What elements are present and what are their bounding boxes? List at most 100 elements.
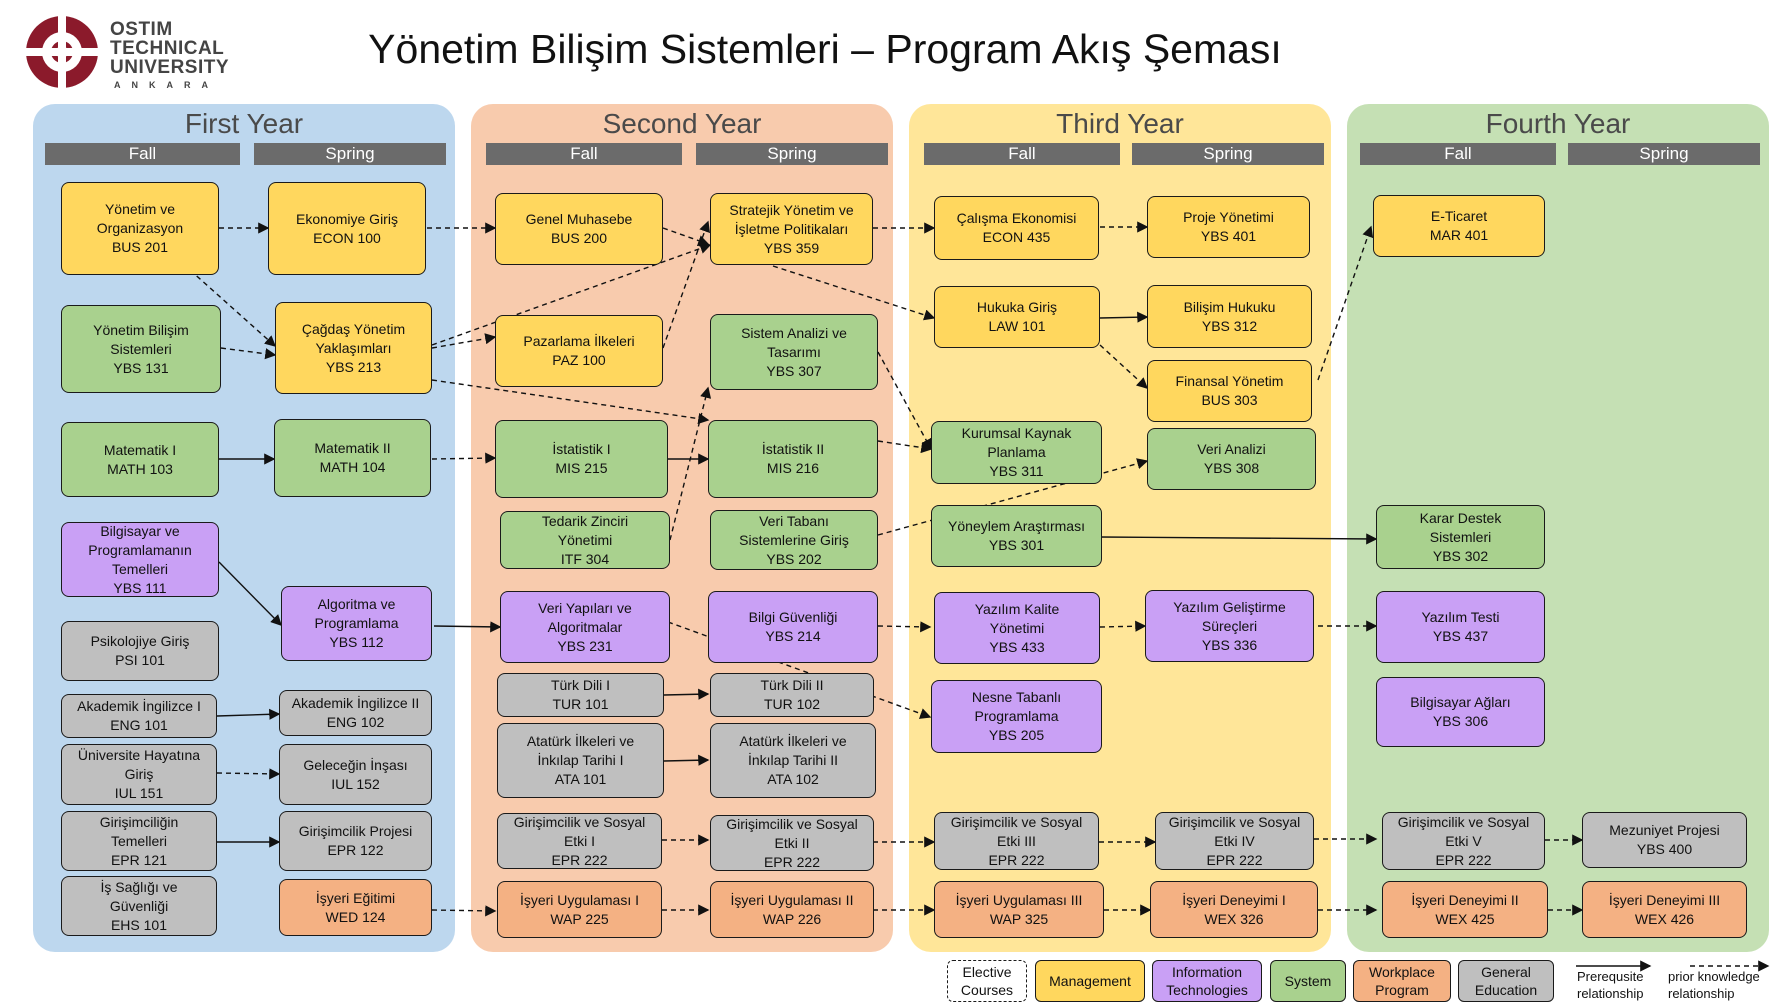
course-line: Girişimcilik ve Sosyal bbox=[950, 813, 1083, 830]
course-ybs205[interactable]: Nesne Tabanlı Programlama YBS 205 bbox=[931, 680, 1102, 753]
legend-text: relationship bbox=[1668, 986, 1735, 1001]
semester-fall: Fall bbox=[486, 143, 682, 165]
course-wex326[interactable]: İşyeri Deneyimi I WEX 326 bbox=[1150, 881, 1318, 938]
legend-text: General bbox=[1481, 964, 1531, 980]
course-code: EPR 122 bbox=[327, 842, 384, 858]
course-line: Etki III bbox=[997, 832, 1036, 849]
course-line: Kurumsal Kaynak bbox=[961, 425, 1072, 441]
course-line: Geleceğin İnşası bbox=[303, 756, 408, 773]
course-mis215[interactable]: İstatistik I MIS 215 bbox=[495, 420, 668, 498]
course-epr121[interactable]: Girişimciliğin Temelleri EPR 121 bbox=[61, 811, 217, 871]
course-code: YBS 312 bbox=[1201, 317, 1258, 334]
course-ybs433[interactable]: Yazılım Kalite Yönetimi YBS 433 bbox=[934, 592, 1100, 664]
course-line: İstatistik II bbox=[761, 441, 825, 457]
course-math103[interactable]: Matematik I MATH 103 bbox=[61, 422, 219, 497]
course-wap325[interactable]: İşyeri Uygulaması III WAP 325 bbox=[934, 881, 1104, 938]
course-code: YBS 302 bbox=[1432, 547, 1489, 564]
course-line: Temelleri bbox=[111, 560, 168, 577]
course-line: Yönetim Bilişim bbox=[93, 321, 189, 338]
course-ybs301[interactable]: Yöneylem Araştırması YBS 301 bbox=[931, 505, 1102, 567]
course-code: YBS 401 bbox=[1200, 228, 1257, 244]
course-econ435[interactable]: Çalışma Ekonomisi ECON 435 bbox=[934, 196, 1099, 260]
course-wex426[interactable]: İşyeri Deneyimi III WEX 426 bbox=[1582, 881, 1747, 938]
course-law101[interactable]: Hukuka Giriş LAW 101 bbox=[934, 286, 1100, 348]
course-line: Yaklaşımları bbox=[315, 339, 392, 356]
course-tur102[interactable]: Türk Dili II TUR 102 bbox=[710, 673, 874, 717]
course-wex425[interactable]: İşyeri Deneyimi II WEX 425 bbox=[1382, 881, 1548, 938]
course-bus303[interactable]: Finansal Yönetim BUS 303 bbox=[1147, 360, 1312, 422]
course-line: Yazılım Geliştirme bbox=[1173, 598, 1286, 615]
course-line: Bilgi Güvenliği bbox=[748, 609, 838, 625]
course-code: WEX 326 bbox=[1204, 910, 1264, 927]
course-ybs336[interactable]: Yazılım Geliştirme Süreçleri YBS 336 bbox=[1145, 590, 1314, 662]
course-line: Çalışma Ekonomisi bbox=[956, 210, 1077, 226]
course-ybs112[interactable]: Algoritma ve Programlama YBS 112 bbox=[281, 586, 432, 661]
course-line: Sistemleri bbox=[110, 340, 172, 357]
course-epr222c[interactable]: Girişimcilik ve Sosyal Etki III EPR 222 bbox=[934, 812, 1099, 870]
course-ybs131[interactable]: Yönetim Bilişim Sistemleri YBS 131 bbox=[61, 305, 221, 393]
course-line: Girişimciliğin bbox=[99, 813, 179, 830]
course-iul152[interactable]: Geleceğin İnşası IUL 152 bbox=[279, 744, 432, 805]
course-ybs111[interactable]: Bilgisayar ve Programlamanın Temelleri Y… bbox=[61, 522, 219, 597]
course-code: YBS 131 bbox=[113, 359, 169, 376]
course-ybs306[interactable]: Bilgisayar Ağları YBS 306 bbox=[1376, 677, 1545, 747]
university-logo: OSTIM TECHNICAL UNIVERSITY ANKARA bbox=[22, 10, 252, 92]
course-math104[interactable]: Matematik II MATH 104 bbox=[274, 419, 431, 497]
course-line: Etki V bbox=[1445, 832, 1482, 849]
course-line: Yönetimi bbox=[989, 619, 1045, 636]
course-paz100[interactable]: Pazarlama İlkeleri PAZ 100 bbox=[495, 315, 663, 387]
course-wap226[interactable]: İşyeri Uygulaması II WAP 226 bbox=[710, 881, 874, 938]
course-line: Veri Analizi bbox=[1197, 441, 1266, 457]
course-line: Atatürk İlkeleri ve bbox=[739, 733, 847, 749]
legend-workplace: Workplace Program bbox=[1353, 960, 1451, 1002]
course-code: YBS 213 bbox=[325, 358, 382, 375]
course-epr222b[interactable]: Girişimcilik ve Sosyal Etki II EPR 222 bbox=[710, 815, 874, 871]
course-eng101[interactable]: Akademik İngilizce I ENG 101 bbox=[61, 694, 217, 738]
course-code: ITF 304 bbox=[560, 550, 610, 567]
course-eng102[interactable]: Akademik İngilizce II ENG 102 bbox=[279, 690, 432, 736]
course-ybs311[interactable]: Kurumsal Kaynak Planlama YBS 311 bbox=[931, 421, 1102, 484]
course-code: YBS 400 bbox=[1636, 841, 1693, 857]
course-line: İnkılap Tarihi II bbox=[747, 752, 838, 768]
course-ybs400[interactable]: Mezuniyet Projesi YBS 400 bbox=[1582, 812, 1747, 868]
course-code: ENG 102 bbox=[326, 714, 385, 730]
course-code: ATA 101 bbox=[554, 771, 607, 787]
course-line: İşletme Politikaları bbox=[734, 220, 849, 237]
course-ybs214[interactable]: Bilgi Güvenliği YBS 214 bbox=[708, 591, 878, 663]
course-ybs401[interactable]: Proje Yönetimi YBS 401 bbox=[1147, 196, 1310, 258]
course-ybs312[interactable]: Bilişim Hukuku YBS 312 bbox=[1147, 285, 1312, 348]
course-code: ATA 102 bbox=[767, 771, 819, 787]
course-itf304[interactable]: Tedarik Zinciri Yönetimi ITF 304 bbox=[500, 511, 670, 569]
legend-it: Information Technologies bbox=[1152, 960, 1262, 1002]
course-epr222e[interactable]: Girişimcilik ve Sosyal Etki V EPR 222 bbox=[1382, 812, 1545, 870]
course-ybs202[interactable]: Veri Tabanı Sistemlerine Giriş YBS 202 bbox=[710, 510, 878, 570]
course-bus200[interactable]: Genel Muhasebe BUS 200 bbox=[495, 193, 663, 265]
course-ata102[interactable]: Atatürk İlkeleri ve İnkılap Tarihi II AT… bbox=[710, 723, 876, 798]
course-wed124[interactable]: İşyeri Eğitimi WED 124 bbox=[279, 879, 432, 936]
course-iul151[interactable]: Üniversite Hayatına Giriş IUL 151 bbox=[61, 744, 217, 805]
course-ybs213[interactable]: Çağdaş Yönetim Yaklaşımları YBS 213 bbox=[275, 302, 432, 394]
course-line: Genel Muhasebe bbox=[525, 211, 633, 227]
course-epr222a[interactable]: Girişimcilik ve Sosyal Etki I EPR 222 bbox=[497, 813, 662, 869]
course-epr222d[interactable]: Girişimcilik ve Sosyal Etki IV EPR 222 bbox=[1155, 812, 1314, 870]
course-bus201[interactable]: Yönetim ve Organizasyon BUS 201 bbox=[61, 182, 219, 275]
course-ybs231[interactable]: Veri Yapıları ve Algoritmalar YBS 231 bbox=[500, 591, 670, 663]
course-ata101[interactable]: Atatürk İlkeleri ve İnkılap Tarihi I ATA… bbox=[497, 723, 664, 798]
course-ybs307[interactable]: Sistem Analizi ve Tasarımı YBS 307 bbox=[710, 314, 878, 390]
course-psi101[interactable]: Psikolojiye Giriş PSI 101 bbox=[61, 621, 219, 681]
course-ybs308[interactable]: Veri Analizi YBS 308 bbox=[1147, 428, 1316, 490]
course-ybs437[interactable]: Yazılım Testi YBS 437 bbox=[1376, 591, 1545, 663]
course-mis216[interactable]: İstatistik II MIS 216 bbox=[708, 420, 878, 498]
logo-emblem-icon bbox=[24, 14, 100, 90]
course-tur101[interactable]: Türk Dili I TUR 101 bbox=[497, 673, 664, 717]
legend-system: System bbox=[1270, 960, 1346, 1002]
course-ybs302[interactable]: Karar Destek Sistemleri YBS 302 bbox=[1376, 505, 1545, 569]
course-ybs359[interactable]: Stratejik Yönetim ve İşletme Politikalar… bbox=[710, 193, 873, 265]
course-line: İnkılap Tarihi I bbox=[537, 752, 624, 768]
course-epr122[interactable]: Girişimcilik Projesi EPR 122 bbox=[279, 811, 432, 871]
legend-text: Courses bbox=[960, 982, 1014, 998]
course-wap225[interactable]: İşyeri Uygulaması I WAP 225 bbox=[497, 881, 662, 938]
course-mar401[interactable]: E-Ticaret MAR 401 bbox=[1373, 195, 1545, 257]
course-econ100[interactable]: Ekonomiye Giriş ECON 100 bbox=[268, 182, 426, 275]
course-ehs101[interactable]: İş Sağlığı ve Güvenliği EHS 101 bbox=[61, 876, 217, 936]
